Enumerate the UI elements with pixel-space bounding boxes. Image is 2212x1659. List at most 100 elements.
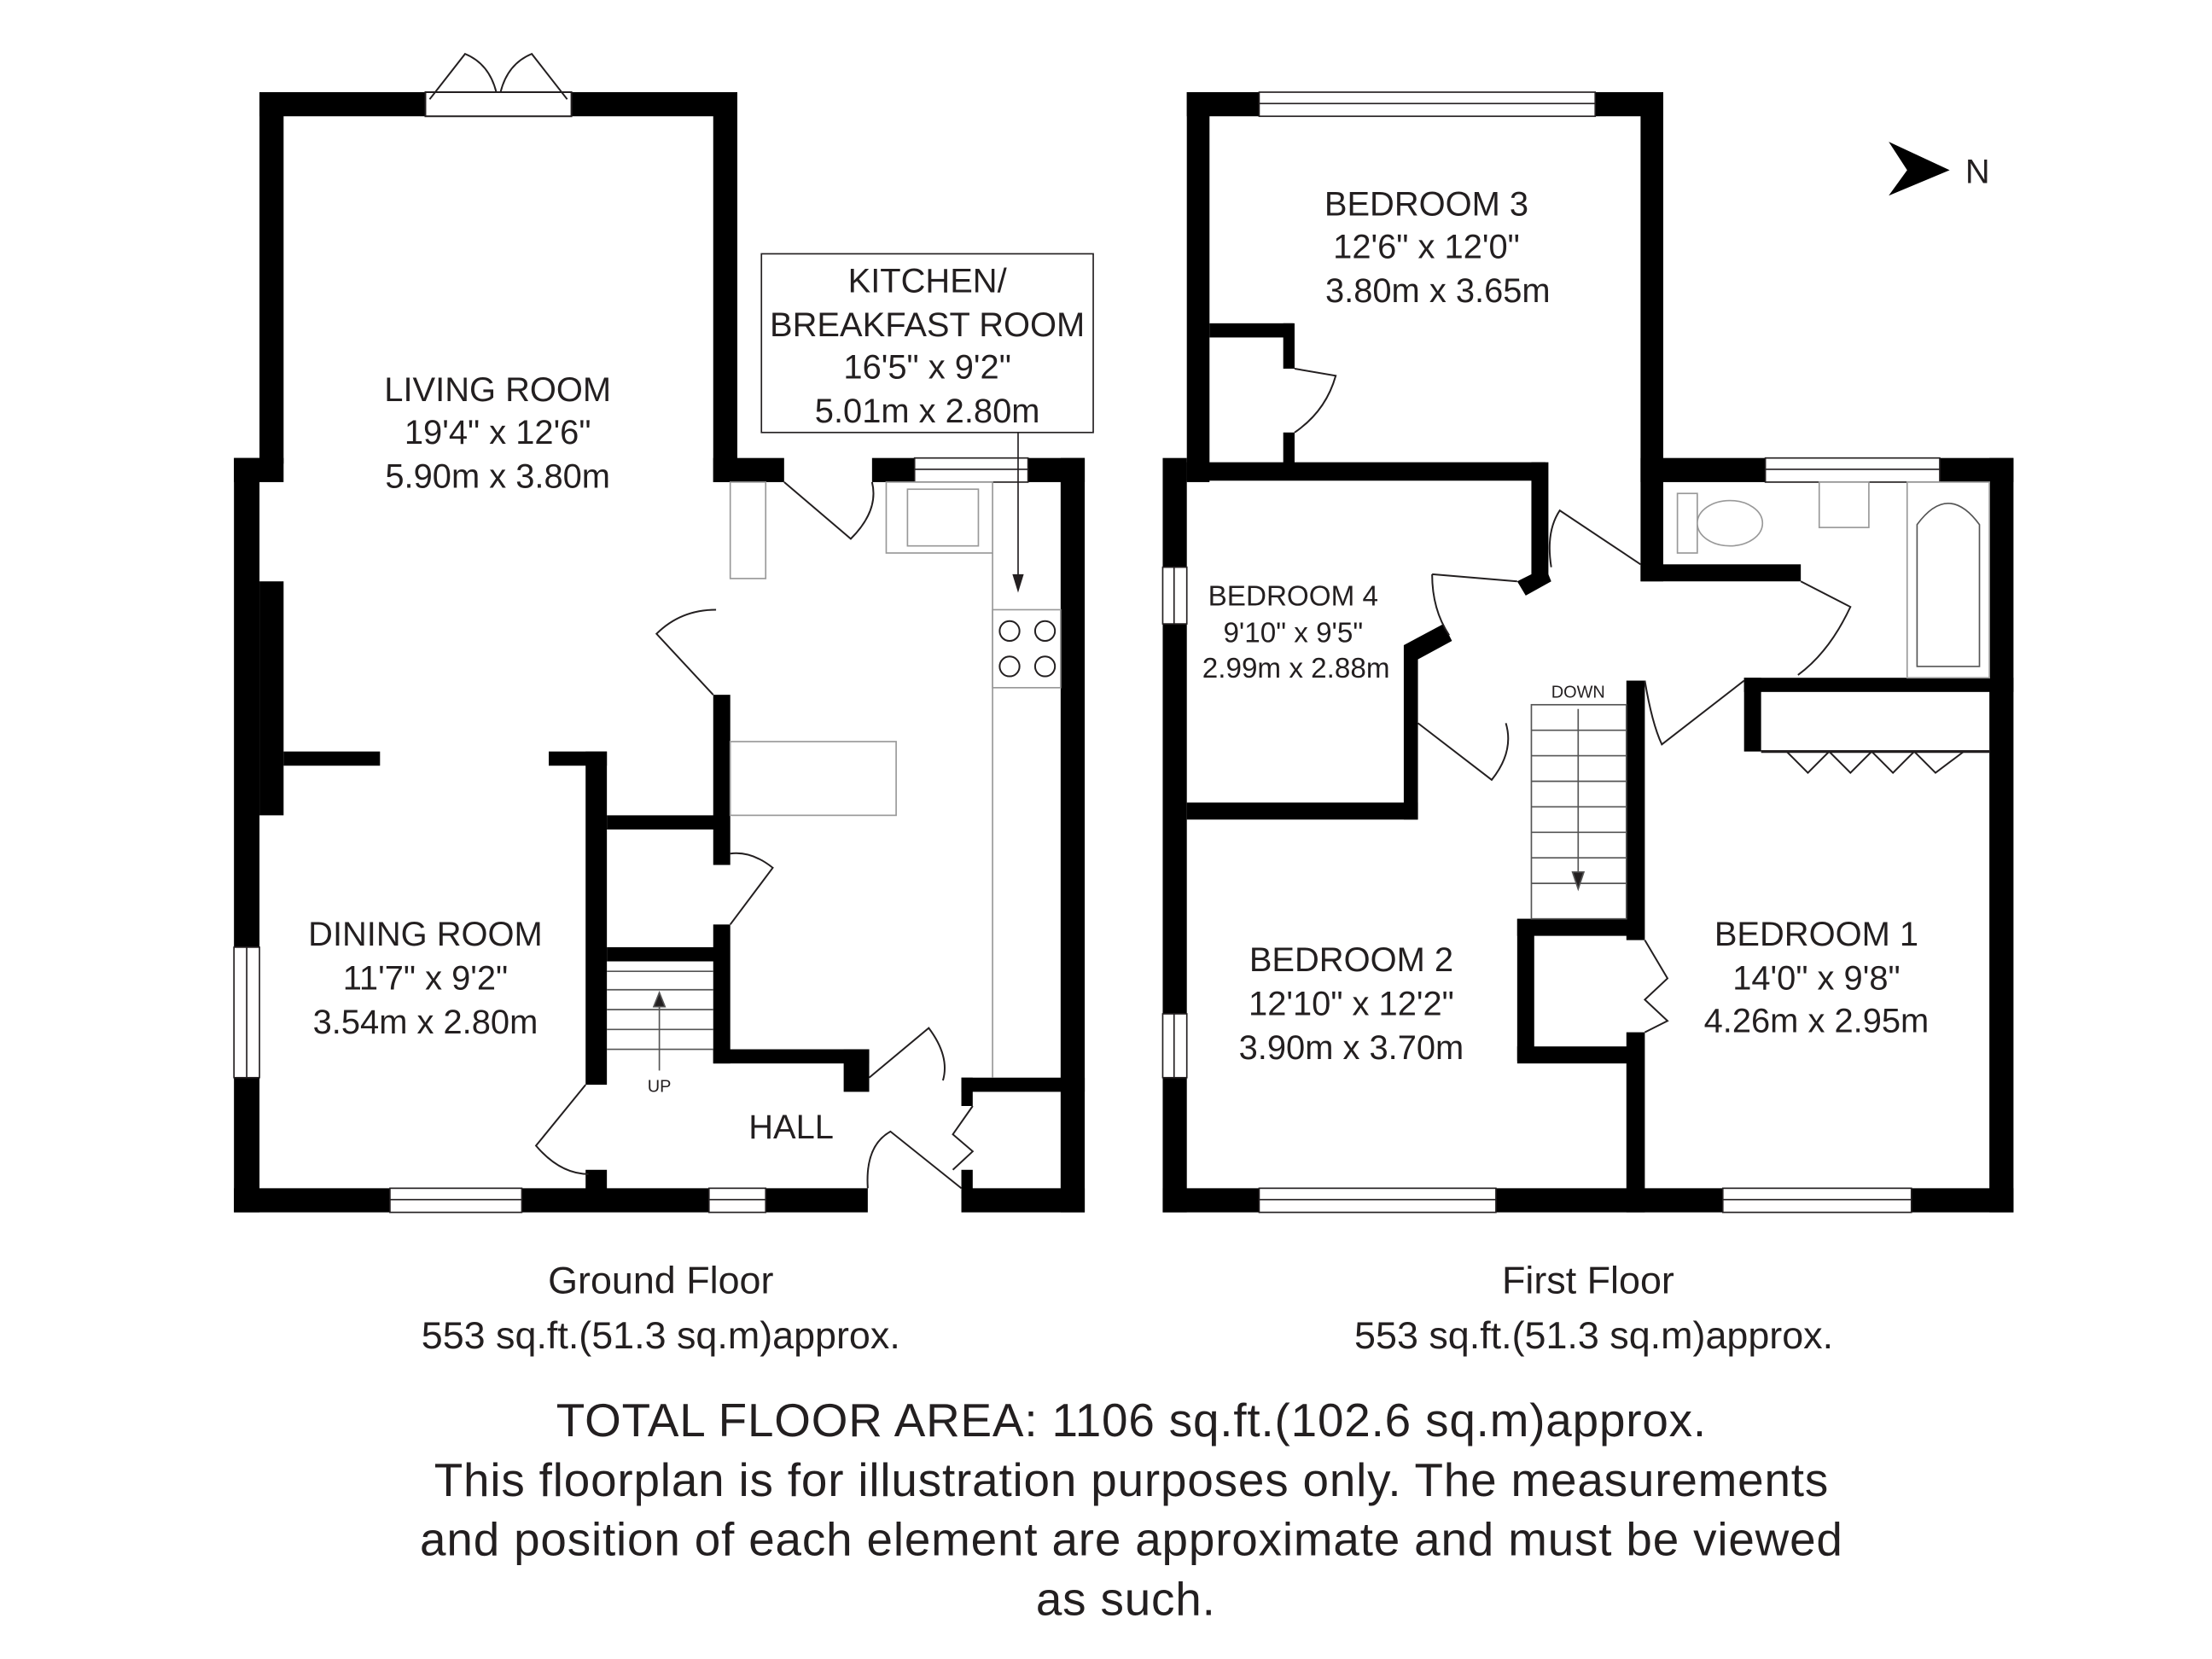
window [707, 1187, 767, 1214]
door-swing [866, 1130, 963, 1190]
floor-area: 553 sq.ft.(51.3 sq.m)approx. [422, 1313, 900, 1357]
wall [607, 946, 728, 962]
wall [1626, 680, 1645, 940]
window [1161, 1013, 1188, 1079]
wall [961, 1077, 1086, 1092]
disclaimer: This floorplan is for illustration purpo… [434, 1453, 1829, 1506]
wall [1186, 92, 1210, 482]
room-size-metric: 3.80m x 3.65m [1325, 272, 1551, 310]
window [1764, 457, 1941, 483]
floor-area: 553 sq.ft.(51.3 sq.m)approx. [1354, 1313, 1833, 1357]
wall [1162, 624, 1187, 1014]
room-size-metric: 5.90m x 3.80m [385, 458, 610, 496]
wall [1989, 457, 2014, 1213]
window [1258, 91, 1597, 118]
stairs-up [607, 970, 713, 1071]
total-floor-area: TOTAL FLOOR AREA: 1106 sq.ft.(102.6 sq.m… [556, 1394, 1707, 1447]
disclaimer: and position of each element are approxi… [420, 1513, 1843, 1566]
wall [1186, 802, 1418, 820]
wall [259, 92, 426, 117]
wall [713, 1049, 870, 1064]
north-arrow-icon [1889, 142, 1950, 196]
room-name: DINING ROOM [308, 916, 543, 953]
wall [1531, 462, 1549, 582]
ground-floor-plan: UP LIVING ROOM 19'4" x 12'6" 5.90m x 3.8… [233, 52, 1094, 1357]
wall [765, 1188, 868, 1213]
room-size-metric: 3.90m x 3.70m [1239, 1029, 1464, 1067]
wall [1495, 1188, 1723, 1213]
window [1721, 1187, 1912, 1214]
door-swing [1797, 580, 1852, 676]
room-size-metric: 2.99m x 2.88m [1202, 653, 1390, 684]
room-size-metric: 5.01m x 2.80m [815, 393, 1040, 430]
disclaimer: as such. [1036, 1572, 1216, 1625]
wall [1743, 678, 1761, 752]
room-size-metric: 4.26m x 2.95m [1704, 1003, 1930, 1040]
door-swing [534, 1084, 589, 1175]
wall [1640, 92, 1663, 582]
wall [713, 92, 737, 482]
wall [1060, 457, 1086, 1213]
window [1258, 1187, 1497, 1214]
door-swing [1417, 722, 1510, 782]
room-size-metric: 3.54m x 2.80m [313, 1004, 538, 1041]
door-swing [1644, 679, 1745, 746]
window [913, 457, 1029, 483]
wall [961, 1169, 973, 1198]
door-swing [868, 1027, 946, 1081]
door-swing [729, 852, 774, 925]
sink [906, 488, 980, 547]
room-name: BEDROOM 1 [1714, 916, 1918, 953]
wall [259, 581, 284, 816]
kitchen-label-box [760, 253, 1094, 434]
room-size-imperial: 12'10" x 12'2" [1249, 986, 1454, 1023]
wall [283, 751, 381, 766]
french-doors [428, 52, 568, 100]
breakfast-island [729, 741, 897, 817]
compass: N [1889, 142, 1990, 196]
room-size-imperial: 9'10" x 9'5" [1223, 618, 1363, 649]
stairs-label: DOWN [1551, 683, 1605, 701]
wall [571, 92, 737, 117]
stairs-down [1530, 703, 1627, 920]
wall [1640, 457, 1766, 482]
door-swing [1431, 573, 1517, 636]
room-name: BEDROOM 3 [1324, 186, 1528, 224]
wall [1743, 678, 2014, 692]
bath-icon [1906, 481, 1990, 679]
kitchen-unit [729, 481, 767, 579]
arrow-icon [1012, 573, 1024, 593]
wall [1209, 323, 1294, 338]
door-swing [655, 608, 717, 696]
floor-caption: First Floor [1502, 1258, 1674, 1301]
door-swing [1643, 940, 1669, 1033]
room-name: LIVING ROOM [384, 371, 611, 409]
wall [713, 695, 731, 865]
room-name: HALL [748, 1109, 834, 1146]
wall [843, 1049, 870, 1092]
first-floor-plan: DOWN BEDROOM 3 12'6" x 12'0" 3.80m x 3.6… [1161, 91, 2014, 1357]
wardrobe-doors [1785, 750, 1965, 774]
window [389, 1187, 523, 1214]
window [233, 946, 260, 1079]
floor-caption: Ground Floor [548, 1258, 773, 1301]
wall [1516, 918, 1641, 936]
basin-icon [1818, 481, 1870, 528]
window [1161, 566, 1188, 625]
wall [1283, 432, 1295, 469]
wall [1516, 1046, 1641, 1064]
wall [607, 815, 728, 830]
wall [259, 92, 284, 464]
door-swing [1294, 368, 1337, 434]
wall [521, 1188, 709, 1213]
door-swing [783, 481, 875, 540]
room-size-imperial: 14'0" x 9'8" [1732, 960, 1900, 998]
wall [234, 457, 260, 947]
wall [871, 457, 915, 482]
wall [1186, 462, 1546, 481]
wall [1162, 457, 1187, 568]
room-size-imperial: 19'4" x 12'6" [405, 414, 591, 451]
wall [961, 1077, 973, 1106]
wall [585, 751, 608, 1086]
